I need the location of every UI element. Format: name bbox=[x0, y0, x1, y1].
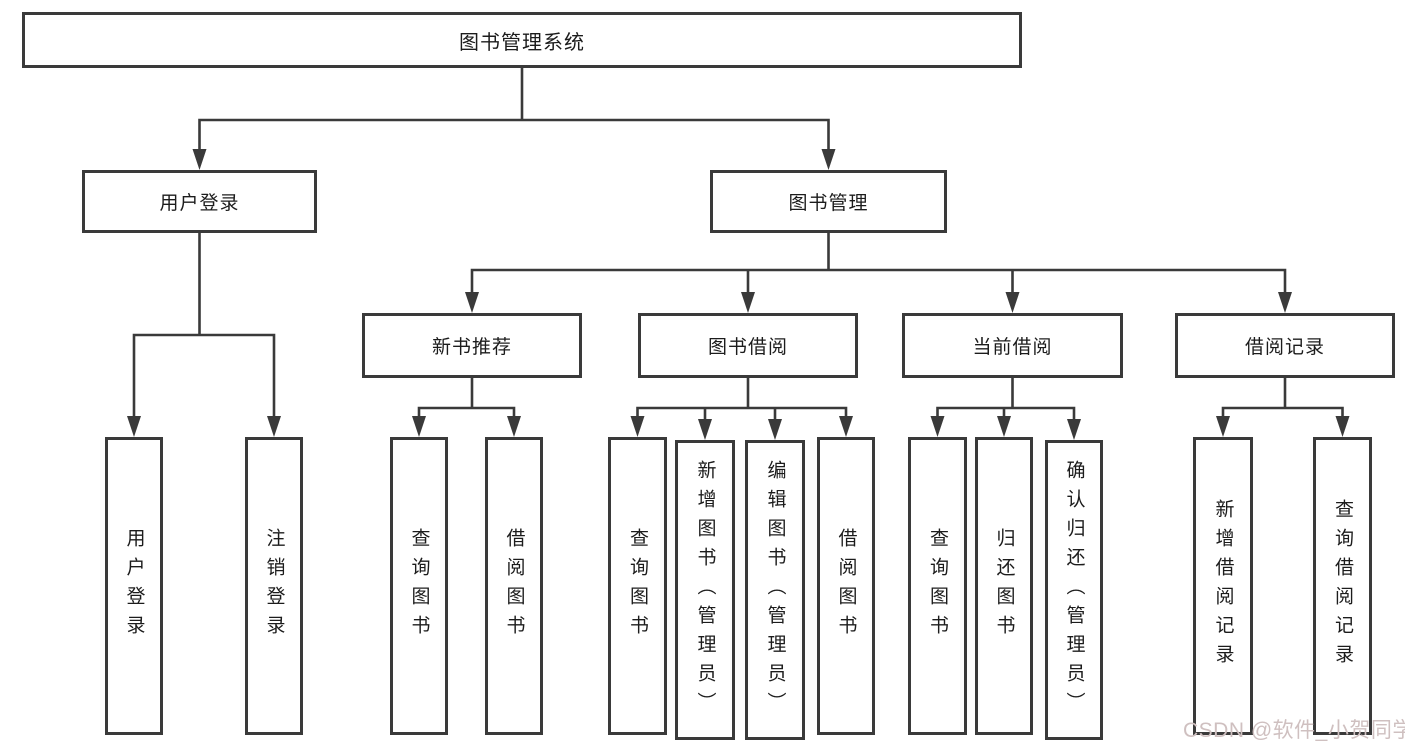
node-user-login: 用户登录 bbox=[82, 170, 317, 233]
leaf-add-borrow-record: 新增借阅记录 bbox=[1193, 437, 1253, 735]
node-book-management: 图书管理 bbox=[710, 170, 947, 233]
node-new-book-recommendation: 新书推荐 bbox=[362, 313, 582, 378]
leaf-logout-login-label: 注销登录 bbox=[263, 528, 285, 644]
leaf-query-books-recommend: 查询图书 bbox=[390, 437, 448, 735]
leaf-query-borrow-record-label: 查询借阅记录 bbox=[1332, 499, 1353, 673]
node-borrowing-records: 借阅记录 bbox=[1175, 313, 1395, 378]
node-library-system: 图书管理系统 bbox=[22, 12, 1022, 68]
leaf-borrow-books-recommend-label: 借阅图书 bbox=[503, 528, 525, 644]
leaf-edit-books-admin: 编辑图书（管理员） bbox=[745, 440, 805, 740]
leaf-confirm-return-admin: 确认归还（管理员） bbox=[1045, 440, 1103, 740]
leaf-user-login-label: 用户登录 bbox=[123, 528, 145, 644]
leaf-query-books-borrowing-label: 查询图书 bbox=[627, 528, 648, 644]
leaf-query-borrow-record: 查询借阅记录 bbox=[1313, 437, 1372, 735]
leaf-edit-books-admin-label: 编辑图书（管理员） bbox=[764, 459, 786, 721]
leaf-query-books-current-label: 查询图书 bbox=[927, 528, 948, 644]
leaf-borrow-books-borrowing: 借阅图书 bbox=[817, 437, 875, 735]
leaf-borrow-books-recommend: 借阅图书 bbox=[485, 437, 543, 735]
node-current-borrowing: 当前借阅 bbox=[902, 313, 1123, 378]
leaf-return-books: 归还图书 bbox=[975, 437, 1033, 735]
leaf-query-books-current: 查询图书 bbox=[908, 437, 967, 735]
node-book-borrowing: 图书借阅 bbox=[638, 313, 858, 378]
leaf-add-borrow-record-label: 新增借阅记录 bbox=[1212, 499, 1234, 673]
leaf-query-books-borrowing: 查询图书 bbox=[608, 437, 667, 735]
leaf-borrow-books-borrowing-label: 借阅图书 bbox=[835, 528, 857, 644]
watermark: CSDN @软件_小贺同学 bbox=[1183, 719, 1405, 742]
leaf-logout-login: 注销登录 bbox=[245, 437, 303, 735]
leaf-add-books-admin: 新增图书（管理员） bbox=[675, 440, 735, 740]
leaf-add-books-admin-label: 新增图书（管理员） bbox=[694, 459, 716, 721]
leaf-confirm-return-admin-label: 确认归还（管理员） bbox=[1063, 459, 1085, 721]
leaf-return-books-label: 归还图书 bbox=[993, 528, 1015, 644]
leaf-query-books-recommend-label: 查询图书 bbox=[408, 528, 430, 644]
leaf-user-login: 用户登录 bbox=[105, 437, 163, 735]
